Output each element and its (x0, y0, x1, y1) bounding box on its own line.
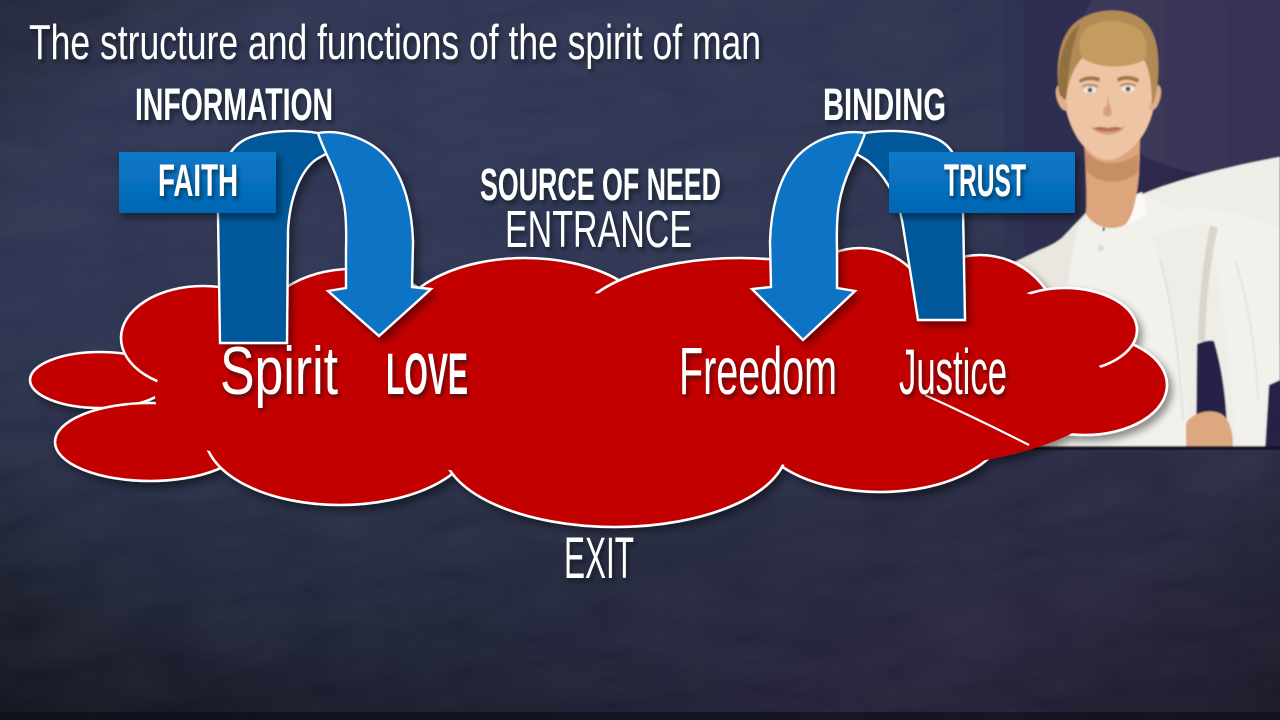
svg-text:BINDING: BINDING (823, 79, 946, 130)
svg-text:TRUST: TRUST (944, 155, 1026, 206)
svg-text:FAITH: FAITH (158, 155, 238, 206)
svg-text:Justice: Justice (899, 336, 1007, 408)
svg-text:Freedom: Freedom (679, 334, 837, 409)
svg-text:EXIT: EXIT (564, 526, 634, 591)
svg-text:INFORMATION: INFORMATION (135, 79, 333, 130)
svg-text:Spirit: Spirit (220, 333, 338, 409)
svg-text:LOVE: LOVE (386, 342, 468, 407)
svg-text:The structure and functions of: The structure and functions of the spiri… (29, 16, 761, 70)
svg-text:ENTRANCE: ENTRANCE (505, 201, 692, 259)
svg-text:SOURCE OF NEED: SOURCE OF NEED (480, 159, 721, 210)
